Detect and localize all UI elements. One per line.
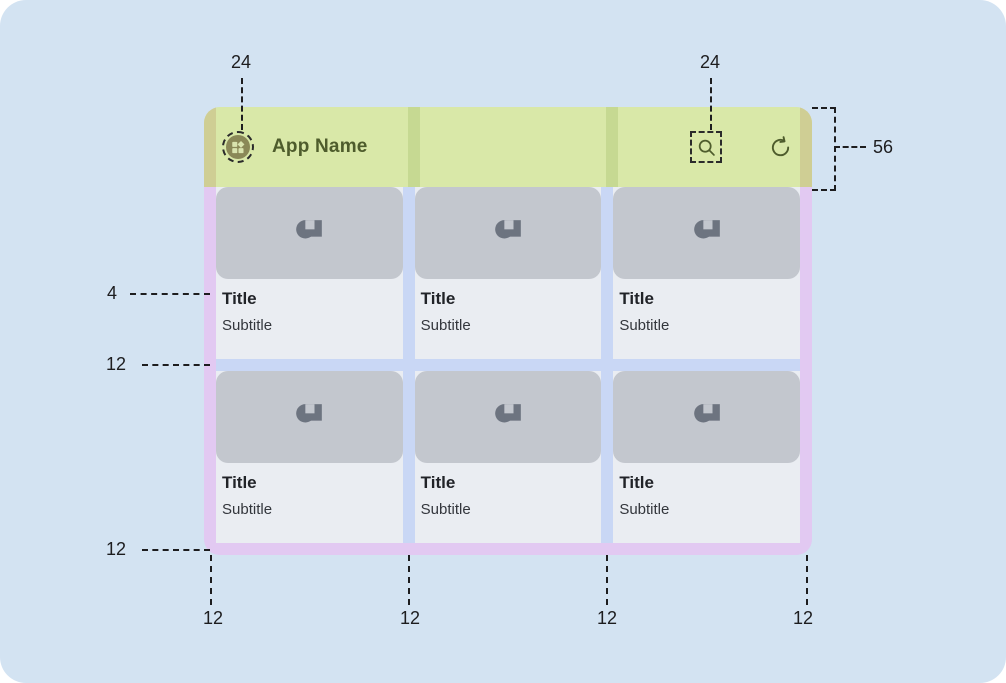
card-text-block: Title Subtitle: [414, 463, 602, 543]
leader-title-gap: [130, 293, 210, 295]
annotation-column-gap-1: 12: [400, 608, 421, 628]
annotation-row-gap: 12: [106, 354, 127, 374]
card-item[interactable]: Title Subtitle: [216, 371, 403, 543]
card-subtitle: Subtitle: [619, 316, 670, 334]
card-title: Title: [619, 289, 654, 308]
app-bar-title: App Name: [272, 136, 368, 157]
image-placeholder-icon: [216, 187, 403, 279]
card-item[interactable]: Title Subtitle: [613, 187, 800, 359]
card-subtitle: Subtitle: [420, 316, 471, 334]
app-layout-frame: App Name: [204, 107, 812, 555]
bracket-appbar-height: [812, 107, 836, 191]
leader-column-gap-1: [408, 555, 410, 605]
image-placeholder-icon: [414, 371, 602, 463]
appbar-gutter-1: [408, 107, 420, 187]
appbar-gutter-2: [606, 107, 618, 187]
card-title: Title: [420, 289, 456, 308]
card-item[interactable]: Title Subtitle: [613, 371, 800, 543]
annotation-column-gap-2: 12: [597, 608, 618, 628]
annotation-left-padding: 12: [203, 608, 224, 628]
card-text-block: Title Subtitle: [216, 463, 403, 543]
leader-search-icon: [710, 78, 712, 130]
leader-right-padding: [806, 555, 808, 605]
card-subtitle: Subtitle: [619, 500, 670, 518]
leader-row-gap: [142, 364, 210, 366]
image-placeholder-icon: [414, 187, 602, 279]
annotation-title-gap: 4: [107, 283, 118, 303]
app-bar: App Name: [204, 107, 812, 187]
annotation-nav-icon-size: 24: [231, 52, 252, 72]
image-placeholder-icon: [613, 187, 800, 279]
card-subtitle: Subtitle: [222, 500, 273, 518]
card-item[interactable]: Title Subtitle: [414, 187, 602, 359]
leader-bottom-padding: [142, 549, 210, 551]
card-grid: Title Subtitle Title Subtitle: [204, 187, 812, 555]
image-placeholder-icon: [216, 371, 403, 463]
image-placeholder-icon: [613, 371, 800, 463]
card-item[interactable]: Title Subtitle: [216, 187, 403, 359]
leader-nav-icon: [241, 78, 243, 130]
annotation-search-icon-size: 24: [700, 52, 721, 72]
refresh-icon[interactable]: [768, 135, 792, 159]
card-subtitle: Subtitle: [420, 500, 471, 518]
card-item[interactable]: Title Subtitle: [414, 371, 602, 543]
card-subtitle: Subtitle: [222, 316, 273, 334]
card-text-block: Title Subtitle: [414, 279, 602, 359]
card-title: Title: [222, 289, 257, 308]
card-title: Title: [222, 473, 257, 492]
card-text-block: Title Subtitle: [613, 279, 800, 359]
leader-appbar-height: [834, 146, 866, 148]
annotation-appbar-height: 56: [873, 137, 894, 157]
card-text-block: Title Subtitle: [216, 279, 403, 359]
card-title: Title: [619, 473, 654, 492]
grid-menu-icon[interactable]: [222, 131, 254, 163]
leader-column-gap-2: [606, 555, 608, 605]
card-text-block: Title Subtitle: [613, 463, 800, 543]
annotation-bottom-padding: 12: [106, 539, 127, 559]
app-bar-content: App Name: [204, 107, 812, 187]
card-title: Title: [420, 473, 456, 492]
leader-left-padding: [210, 555, 212, 605]
search-icon[interactable]: [690, 131, 722, 163]
annotation-right-padding: 12: [793, 608, 814, 628]
